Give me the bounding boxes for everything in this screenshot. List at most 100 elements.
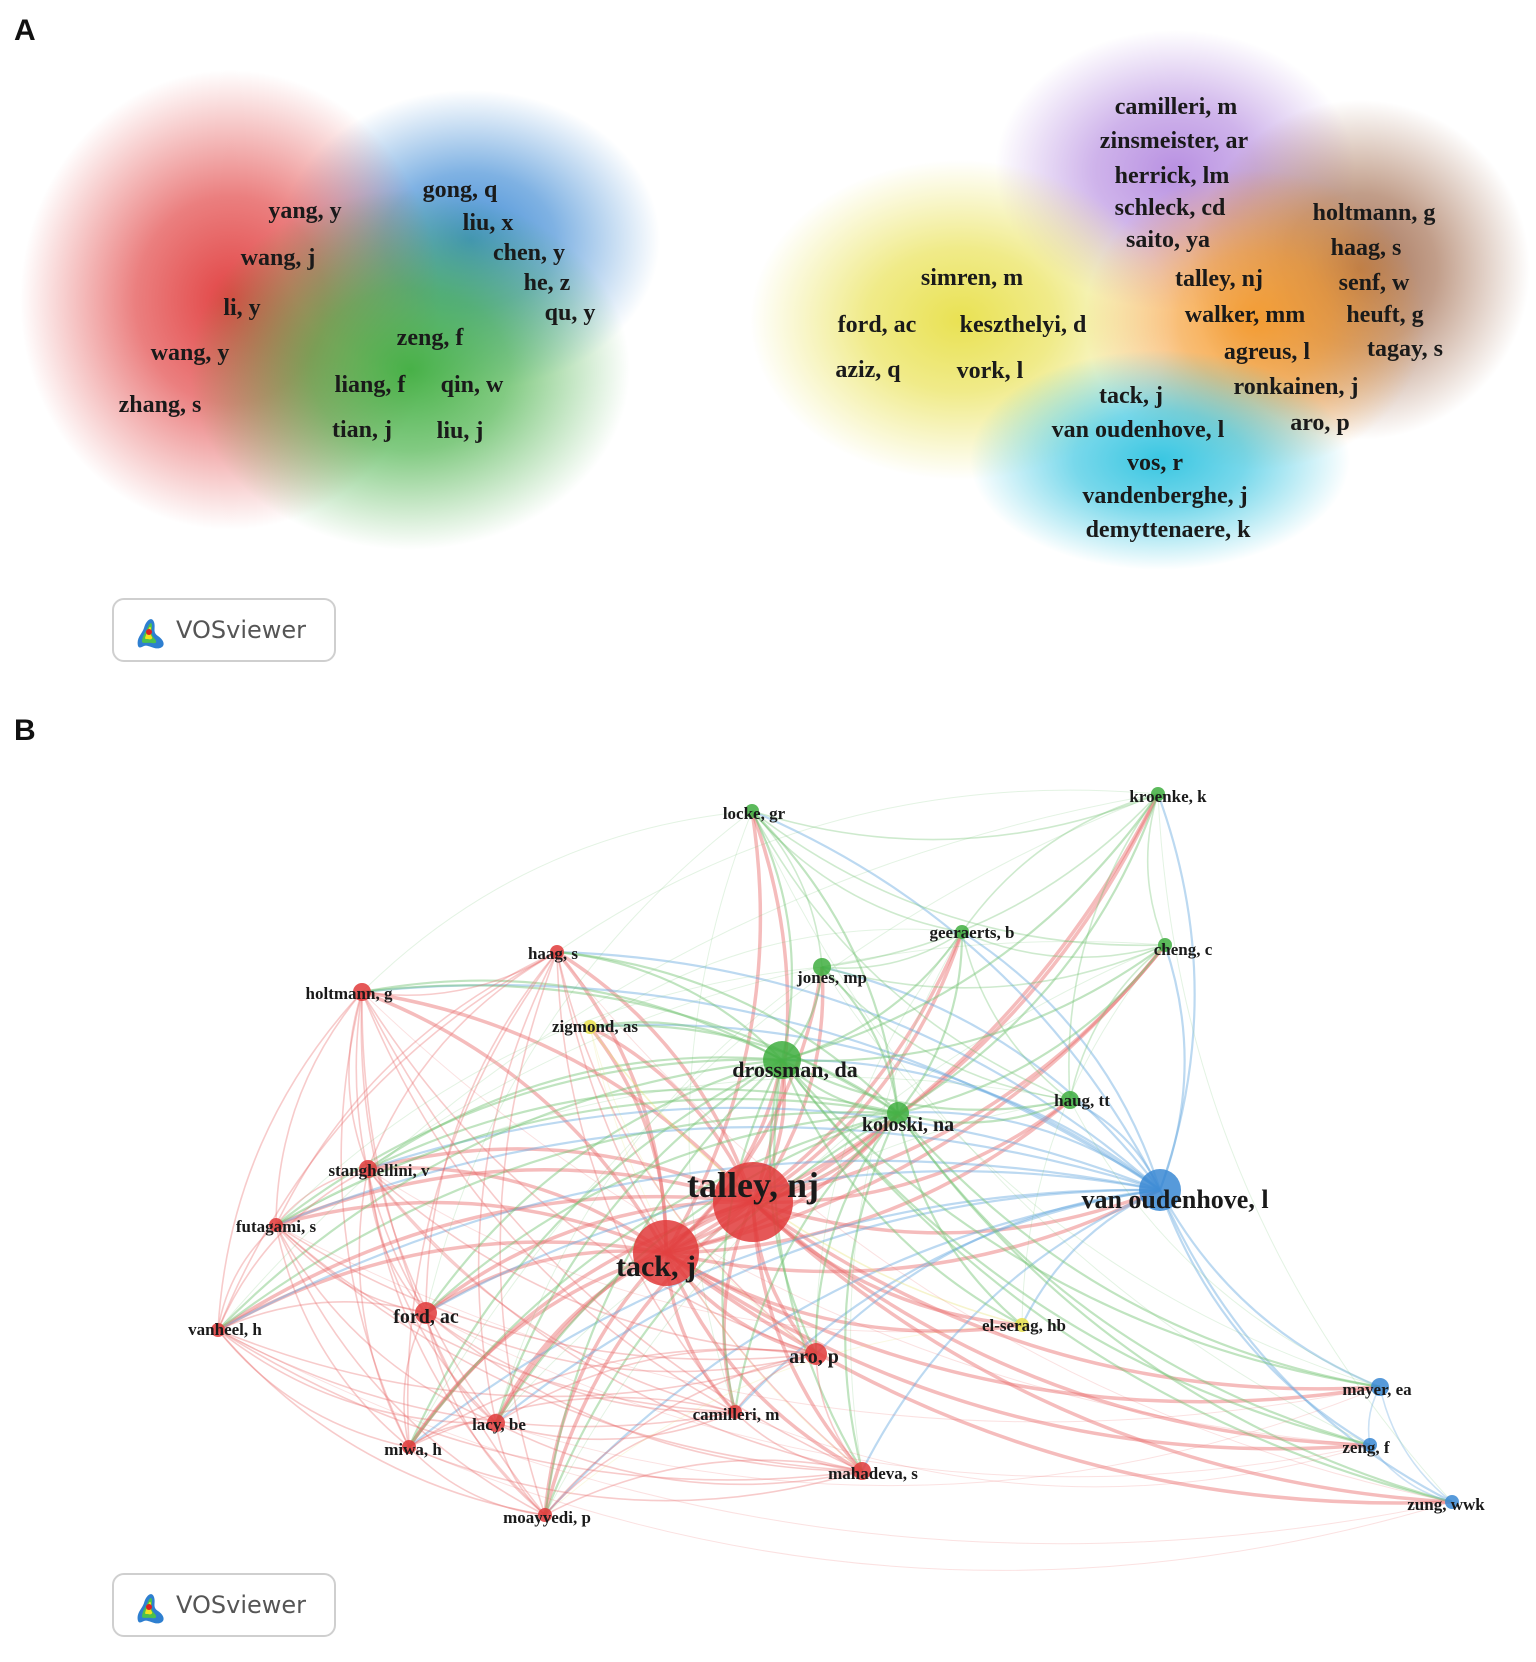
- edge-jones-mp-cheng-c: [821, 944, 1166, 989]
- author-label-he-z: he, z: [524, 270, 571, 296]
- author-label-simren-m: simren, m: [921, 265, 1023, 291]
- edge-holtmann-g-aro-p: [361, 991, 817, 1355]
- edge-jones-mp-mayer-ea: [821, 966, 1381, 1388]
- vosviewer-logo-text: VOSviewer: [176, 616, 307, 644]
- node-label-drossman-da: drossman, da: [732, 1057, 858, 1082]
- edge-koloski-na-camilleri-m: [733, 1112, 899, 1413]
- edge-ford-ac-aro-p: [425, 1312, 817, 1373]
- edge-koloski-na-zigmond-as: [589, 1024, 899, 1114]
- author-label-aro-p: aro, p: [1290, 410, 1350, 436]
- edge-locke-gr-geeraerts-b: [751, 810, 963, 933]
- edge-van-oudenhove-l-holtmann-g: [361, 984, 1161, 1191]
- node-miwa-h: [402, 1440, 416, 1454]
- node-talley-nj: [713, 1162, 793, 1242]
- edge-aro-p-camilleri-m: [734, 1353, 817, 1413]
- author-label-talley-nj: talley, nj: [1175, 266, 1263, 292]
- edge-camilleri-m-moayyedi-p: [544, 1411, 736, 1516]
- author-label-li-y: li, y: [223, 295, 260, 321]
- edge-koloski-na-zung-wwk: [897, 1112, 1453, 1504]
- edge-drossman-da-zigmond-as: [589, 1021, 783, 1061]
- edge-drossman-da-zeng-f: [781, 1059, 1371, 1447]
- edge-vanheel-h-aro-p: [217, 1329, 817, 1398]
- edge-tack-j-vanheel-h: [217, 1240, 667, 1332]
- edge-futagami-s-miwa-h: [275, 1224, 410, 1448]
- edge-tack-j-zeng-f: [664, 1251, 1371, 1451]
- node-label-moayyedi-p: moayyedi, p: [503, 1508, 591, 1527]
- vosviewer-logo-icon: [137, 1594, 164, 1624]
- vosviewer-logo-a: VOSviewer: [112, 598, 336, 662]
- node-ford-ac: [415, 1302, 437, 1324]
- edge-holtmann-g-ford-ac: [355, 991, 427, 1314]
- node-label-tack-j: tack, j: [616, 1250, 696, 1283]
- edge-vanheel-h-moayyedi-p: [217, 1329, 546, 1516]
- edge-van-oudenhove-l-el-serag-hb: [1021, 1188, 1161, 1326]
- edge-koloski-na-ford-ac: [425, 1111, 899, 1314]
- author-label-walker-mm: walker, mm: [1185, 302, 1305, 328]
- node-lacy-be: [487, 1414, 505, 1432]
- edge-drossman-da-stanghellini-v: [367, 1056, 783, 1170]
- edge-drossman-da-zung-wwk: [781, 1059, 1453, 1504]
- node-haag-s: [550, 945, 564, 959]
- edge-van-oudenhove-l-locke-gr: [751, 809, 1161, 1191]
- edge-aro-p-miwa-h: [408, 1348, 817, 1448]
- node-el-serag-hb: [1015, 1318, 1029, 1332]
- edge-talley-nj-ford-ac: [424, 1200, 754, 1315]
- edge-koloski-na-zeng-f: [897, 1112, 1371, 1447]
- edge-aro-p-lacy-be: [495, 1348, 817, 1424]
- edge-koloski-na-kroenke-k: [897, 793, 1160, 1114]
- author-label-ronkainen-j: ronkainen, j: [1234, 374, 1359, 400]
- edge-ford-ac-vanheel-h: [217, 1301, 427, 1331]
- edge-haug-tt-futagami-s: [275, 1076, 1071, 1226]
- edge-talley-nj-cheng-c: [752, 943, 1167, 1204]
- node-label-futagami-s: futagami, s: [236, 1217, 317, 1236]
- edge-koloski-na-geeraerts-b: [897, 931, 964, 1114]
- edge-koloski-na-haug-tt: [897, 1098, 1071, 1124]
- edge-van-oudenhove-l-moayyedi-p: [544, 1188, 1161, 1516]
- node-van-oudenhove-l: [1139, 1169, 1181, 1211]
- edge-aro-p-moayyedi-p: [544, 1353, 817, 1516]
- author-label-keszthelyi-d: keszthelyi, d: [960, 312, 1087, 338]
- edge-stanghellini-v-el-serag-hb: [367, 1168, 1023, 1333]
- author-label-senf-w: senf, w: [1339, 270, 1410, 296]
- edge-holtmann-g-zeng-f: [361, 991, 1371, 1446]
- node-moayyedi-p: [538, 1508, 552, 1522]
- edge-drossman-da-mayer-ea: [781, 1059, 1381, 1389]
- edge-ford-ac-camilleri-m: [425, 1312, 736, 1414]
- node-label-zung-wwk: zung, wwk: [1407, 1495, 1485, 1514]
- author-label-haag-s: haag, s: [1331, 235, 1402, 261]
- edge-geeraerts-b-mahadeva-s: [850, 931, 963, 1472]
- author-label-van-oudenhove-l: van oudenhove, l: [1052, 417, 1225, 443]
- node-futagami-s: [269, 1218, 283, 1232]
- edge-stanghellini-v-vanheel-h: [217, 1168, 369, 1331]
- node-geeraerts-b: [955, 925, 969, 939]
- author-label-gong-q: gong, q: [423, 177, 498, 203]
- edge-talley-nj-holtmann-g: [361, 990, 755, 1204]
- node-label-camilleri-m: camilleri, m: [693, 1405, 780, 1424]
- edge-holtmann-g-stanghellini-v: [348, 991, 369, 1170]
- node-zeng-f: [1363, 1438, 1377, 1452]
- edge-van-oudenhove-l-zeng-f: [1158, 1189, 1371, 1446]
- edge-koloski-na-el-serag-hb: [896, 1112, 1023, 1326]
- vosviewer-logo-icon: [137, 619, 164, 649]
- edge-kroenke-k-haag-s: [556, 789, 1159, 953]
- edge-holtmann-g-haag-s: [361, 951, 558, 997]
- edge-koloski-na-cheng-c: [897, 944, 1166, 1115]
- author-label-liang-f: liang, f: [335, 372, 407, 398]
- edge-talley-nj-zeng-f: [751, 1200, 1371, 1447]
- author-label-qin-w: qin, w: [441, 372, 504, 398]
- author-label-saito-ya: saito, ya: [1126, 227, 1210, 253]
- edge-kroenke-k-vanheel-h: [217, 793, 1159, 1331]
- edge-futagami-s-mahadeva-s: [275, 1224, 863, 1472]
- edge-tack-j-haug-tt: [665, 1098, 1072, 1255]
- node-label-haag-s: haag, s: [528, 944, 578, 963]
- edge-mahadeva-s-moayyedi-p: [544, 1459, 863, 1516]
- edge-holtmann-g-camilleri-m: [361, 991, 736, 1413]
- author-label-vandenberghe-j: vandenberghe, j: [1082, 483, 1247, 509]
- node-label-kroenke-k: kroenke, k: [1129, 787, 1207, 806]
- edge-holtmann-g-vanheel-h: [217, 991, 363, 1331]
- edge-zigmond-as-aro-p: [589, 1026, 817, 1355]
- edge-cheng-c-stanghellini-v: [367, 941, 1166, 1170]
- author-label-heuft-g: heuft, g: [1346, 302, 1423, 328]
